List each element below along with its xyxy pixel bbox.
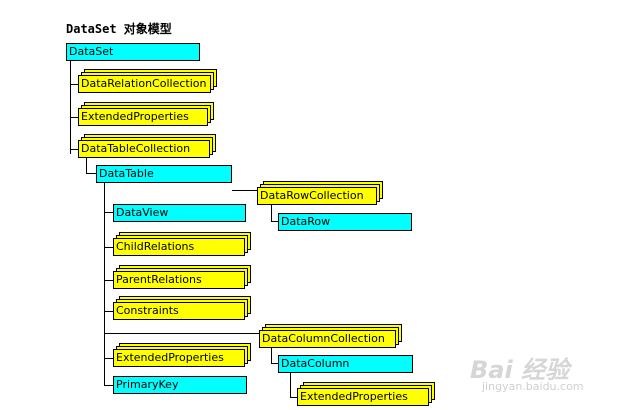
connector-line: [232, 190, 257, 191]
dataset-node: DataSet: [66, 43, 200, 61]
connector-line: [86, 157, 87, 174]
connector-line: [70, 149, 78, 150]
connector-line: [271, 221, 278, 222]
extended-properties-node: ExtendedProperties: [78, 108, 208, 126]
connector-line: [104, 182, 105, 385]
connector-line: [271, 347, 272, 364]
connector-line: [290, 372, 291, 398]
connector-line: [104, 385, 113, 386]
connector-line: [104, 333, 259, 334]
connector-line: [104, 212, 113, 213]
connector-line: [271, 363, 278, 364]
extended-properties-node: ExtendedProperties: [113, 349, 245, 367]
connector-line: [104, 280, 113, 281]
watermark-url: jingyan.baidu.com: [482, 380, 584, 393]
connector-line: [70, 60, 71, 154]
data-relation-collection-node: DataRelationCollection: [78, 75, 211, 93]
data-column-node: DataColumn: [278, 355, 413, 373]
connector-line: [104, 247, 113, 248]
connector-line: [104, 358, 113, 359]
data-table-node: DataTable: [96, 165, 232, 183]
primary-key-node: PrimaryKey: [113, 376, 247, 394]
connector-line: [70, 117, 78, 118]
diagram-title: DataSet 对象模型: [66, 22, 172, 36]
data-table-collection-node: DataTableCollection: [78, 140, 210, 158]
parent-relations-node: ParentRelations: [113, 271, 245, 289]
data-row-collection-node: DataRowCollection: [257, 187, 377, 205]
watermark-logo: Bai 经验: [470, 356, 570, 384]
connector-line: [104, 311, 113, 312]
extended-properties-node: ExtendedProperties: [297, 388, 429, 406]
data-column-collection-node: DataColumnCollection: [259, 330, 396, 348]
child-relations-node: ChildRelations: [113, 238, 245, 256]
connector-line: [271, 204, 272, 222]
constraints-node: Constraints: [113, 302, 245, 320]
connector-line: [290, 397, 297, 398]
connector-line: [86, 173, 96, 174]
data-row-node: DataRow: [278, 213, 412, 231]
connector-line: [70, 84, 78, 85]
data-view-node: DataView: [113, 204, 246, 222]
